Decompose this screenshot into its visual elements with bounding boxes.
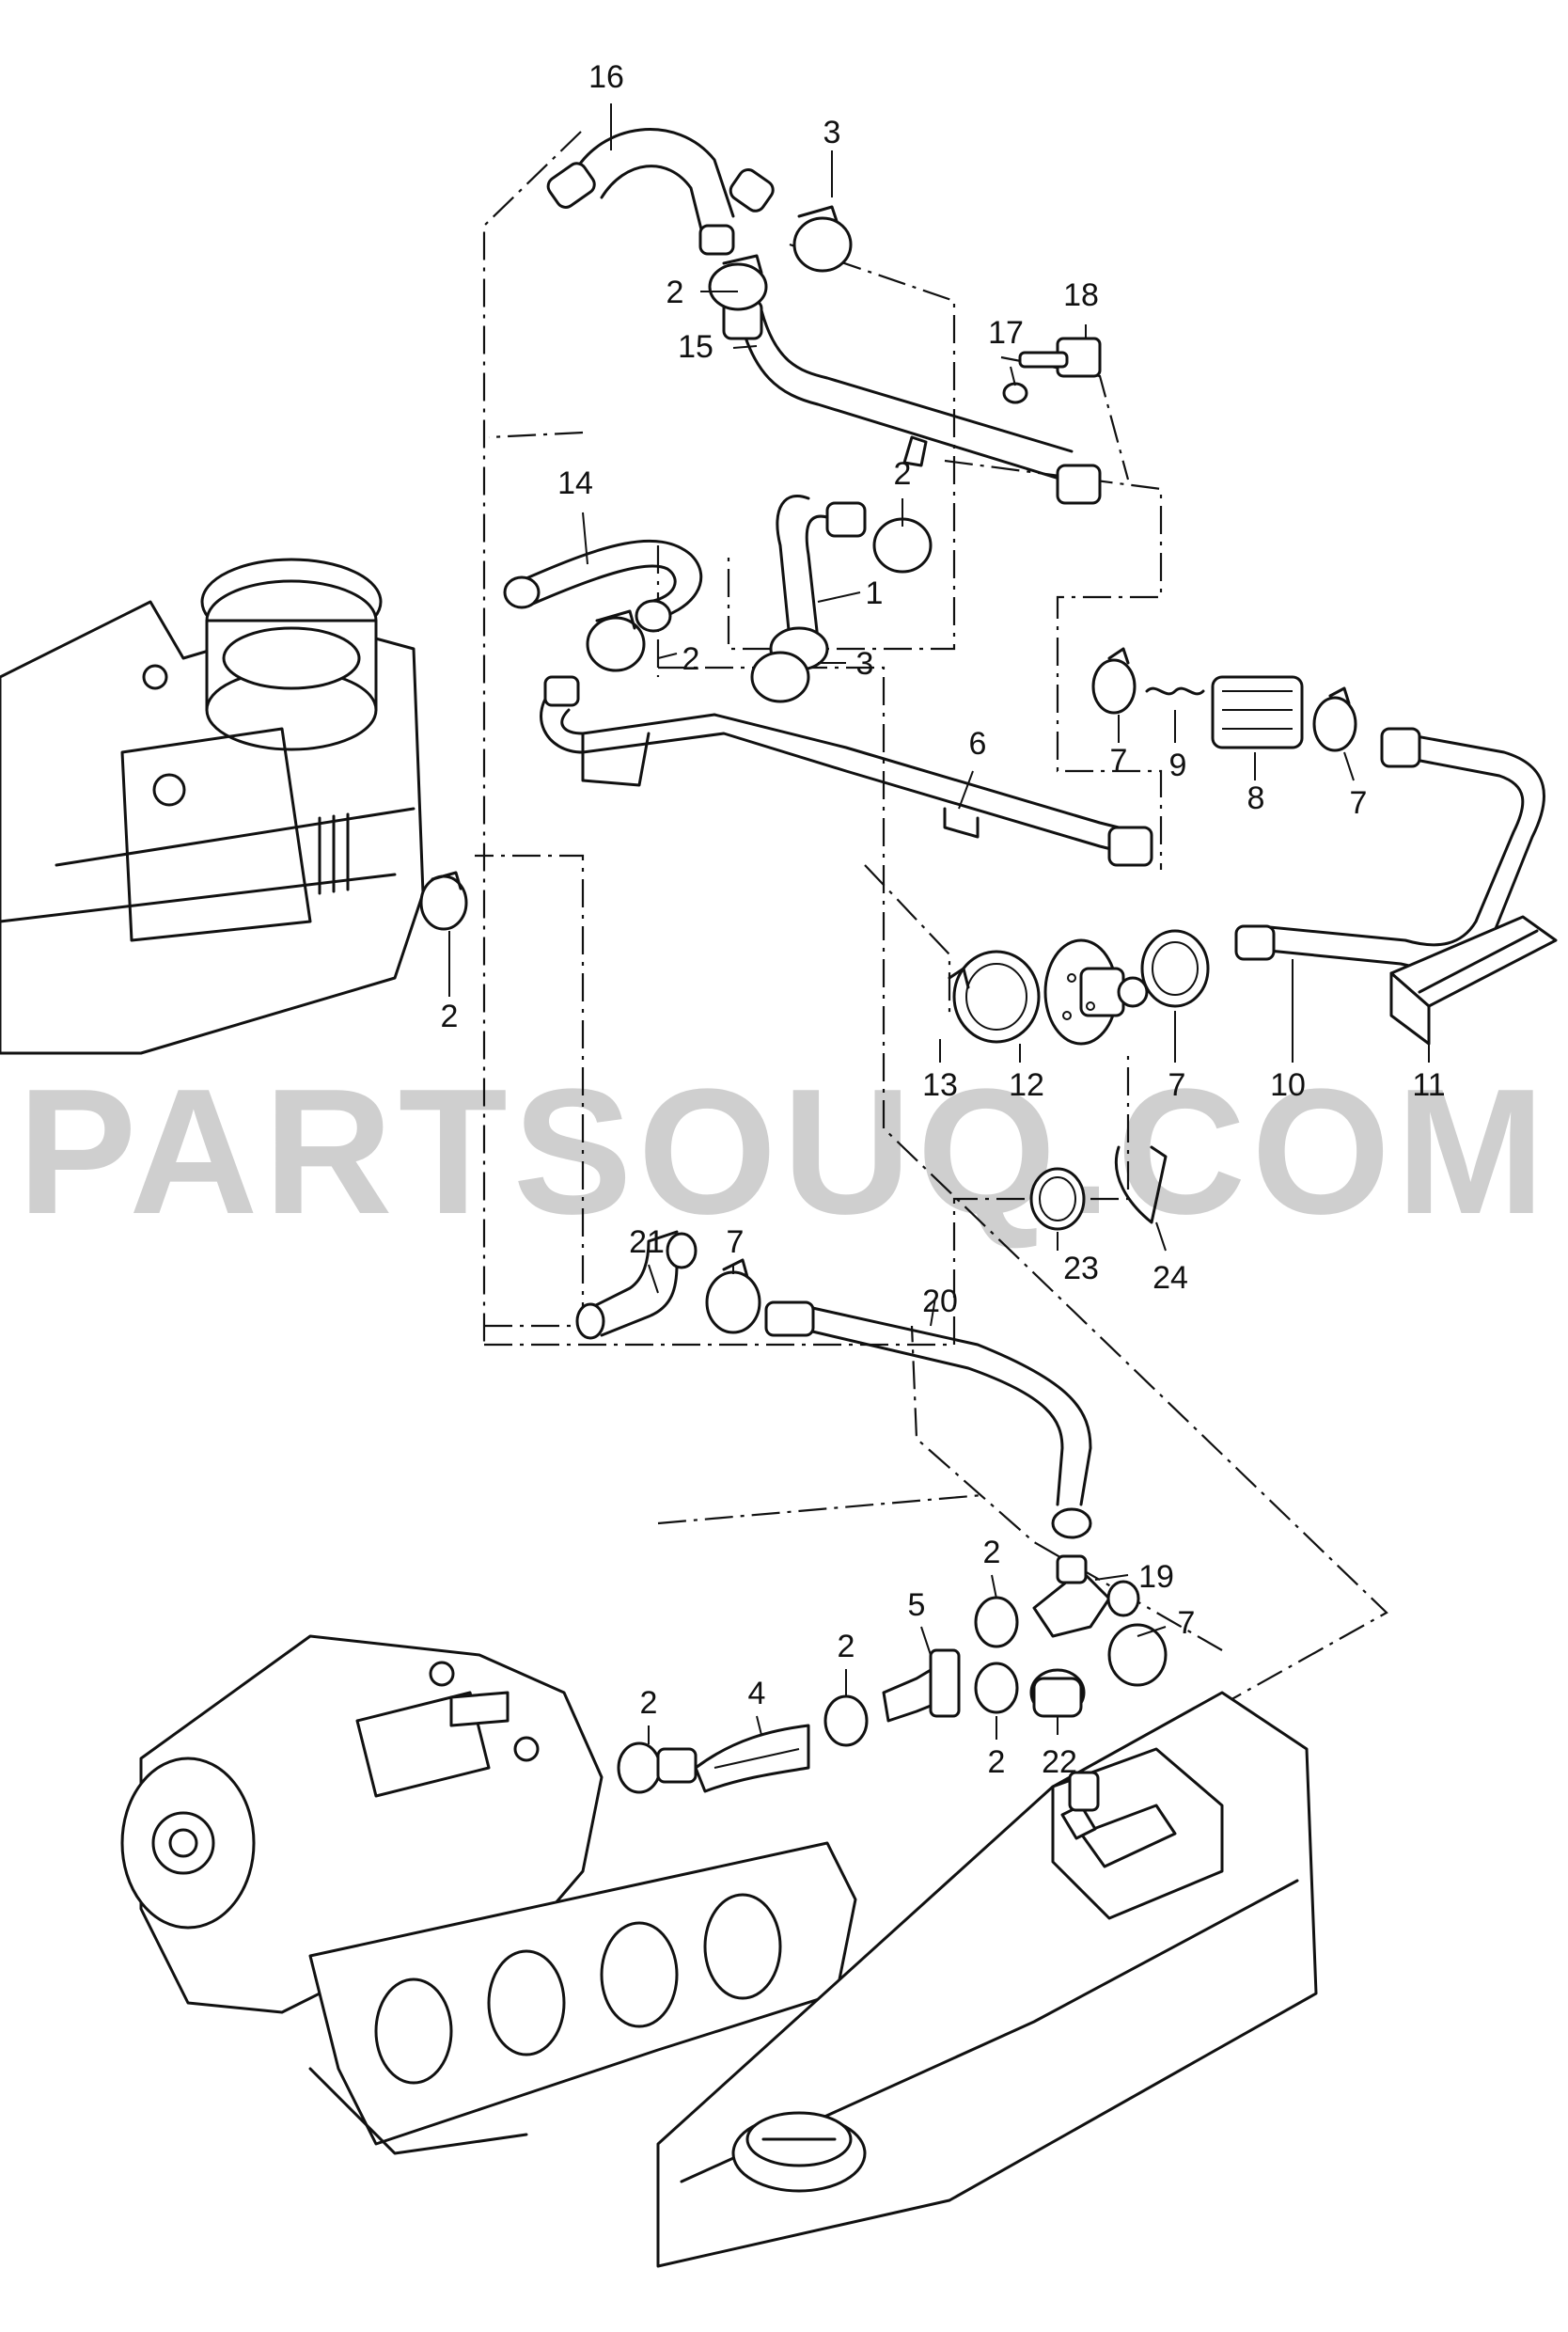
callout-9[interactable]: 9 <box>1169 748 1187 783</box>
parts-23-24 <box>1029 1145 1168 1231</box>
hose-6 <box>540 675 1153 867</box>
hose-1 <box>769 495 867 671</box>
callout-6[interactable]: 6 <box>969 726 987 762</box>
callout-12[interactable]: 12 <box>1009 1067 1044 1103</box>
routing-lines <box>475 131 1388 1830</box>
callout-16a[interactable]: 16 <box>588 59 624 95</box>
hose-21 <box>575 1230 761 1340</box>
callout-22[interactable]: 22 <box>1042 1744 1077 1780</box>
callout-18[interactable]: 18 <box>1063 277 1099 313</box>
callout-3a[interactable]: 3 <box>823 115 841 150</box>
lower-fittings <box>617 1554 1168 1794</box>
callout-5[interactable]: 5 <box>908 1587 926 1623</box>
callout-2f[interactable]: 2 <box>838 1629 855 1664</box>
hose-clamps <box>419 205 1102 931</box>
callout-23[interactable]: 23 <box>1063 1251 1099 1286</box>
callout-2a[interactable]: 2 <box>666 275 684 310</box>
hose-14 <box>503 539 703 633</box>
callout-7c[interactable]: 7 <box>1168 1067 1186 1103</box>
filter-group <box>1091 647 1357 752</box>
callout-14[interactable]: 14 <box>557 465 593 501</box>
callout-20[interactable]: 20 <box>922 1284 958 1319</box>
hose-15 <box>722 299 1102 505</box>
throttle-housing <box>0 558 425 1055</box>
intake-manifold <box>120 1634 857 2155</box>
callout-2h[interactable]: 2 <box>988 1744 1006 1780</box>
callout-11[interactable]: 11 <box>1412 1067 1445 1103</box>
callout-7e[interactable]: 7 <box>1178 1605 1196 1641</box>
leader-lines <box>448 103 1430 1744</box>
callout-15[interactable]: 15 <box>678 329 713 365</box>
callout-2g[interactable]: 2 <box>640 1685 658 1721</box>
watermark-text: PARTSOUQ.COM <box>18 1052 1551 1252</box>
parts-13-12-7 <box>948 929 1210 1046</box>
valve-cover <box>656 1691 1318 2268</box>
callout-2b[interactable]: 2 <box>894 456 912 492</box>
callout-8[interactable]: 8 <box>1247 780 1265 816</box>
callout-2e[interactable]: 2 <box>983 1535 1001 1570</box>
callout-24[interactable]: 24 <box>1152 1260 1188 1296</box>
callout-10[interactable]: 10 <box>1270 1067 1306 1103</box>
callout-4[interactable]: 4 <box>748 1676 766 1711</box>
hose-16 <box>546 128 775 256</box>
callout-labels: 16 3 2 18 17 15 14 2 1 2 3 7 9 8 7 6 2 1… <box>441 59 1446 1780</box>
callout-19[interactable]: 19 <box>1138 1559 1174 1595</box>
callout-7d[interactable]: 7 <box>727 1224 745 1260</box>
callout-1[interactable]: 1 <box>866 575 884 611</box>
callout-13[interactable]: 13 <box>922 1067 958 1103</box>
callout-7b[interactable]: 7 <box>1350 785 1368 821</box>
callout-7a[interactable]: 7 <box>1110 743 1128 779</box>
callout-21[interactable]: 21 <box>629 1224 665 1260</box>
hose-20 <box>764 1300 1092 1539</box>
bracket-11 <box>1389 915 1558 1046</box>
callout-17[interactable]: 17 <box>988 315 1024 351</box>
callout-2c[interactable]: 2 <box>682 641 700 677</box>
callout-3b[interactable]: 3 <box>856 646 874 682</box>
callout-2d[interactable]: 2 <box>441 999 459 1034</box>
